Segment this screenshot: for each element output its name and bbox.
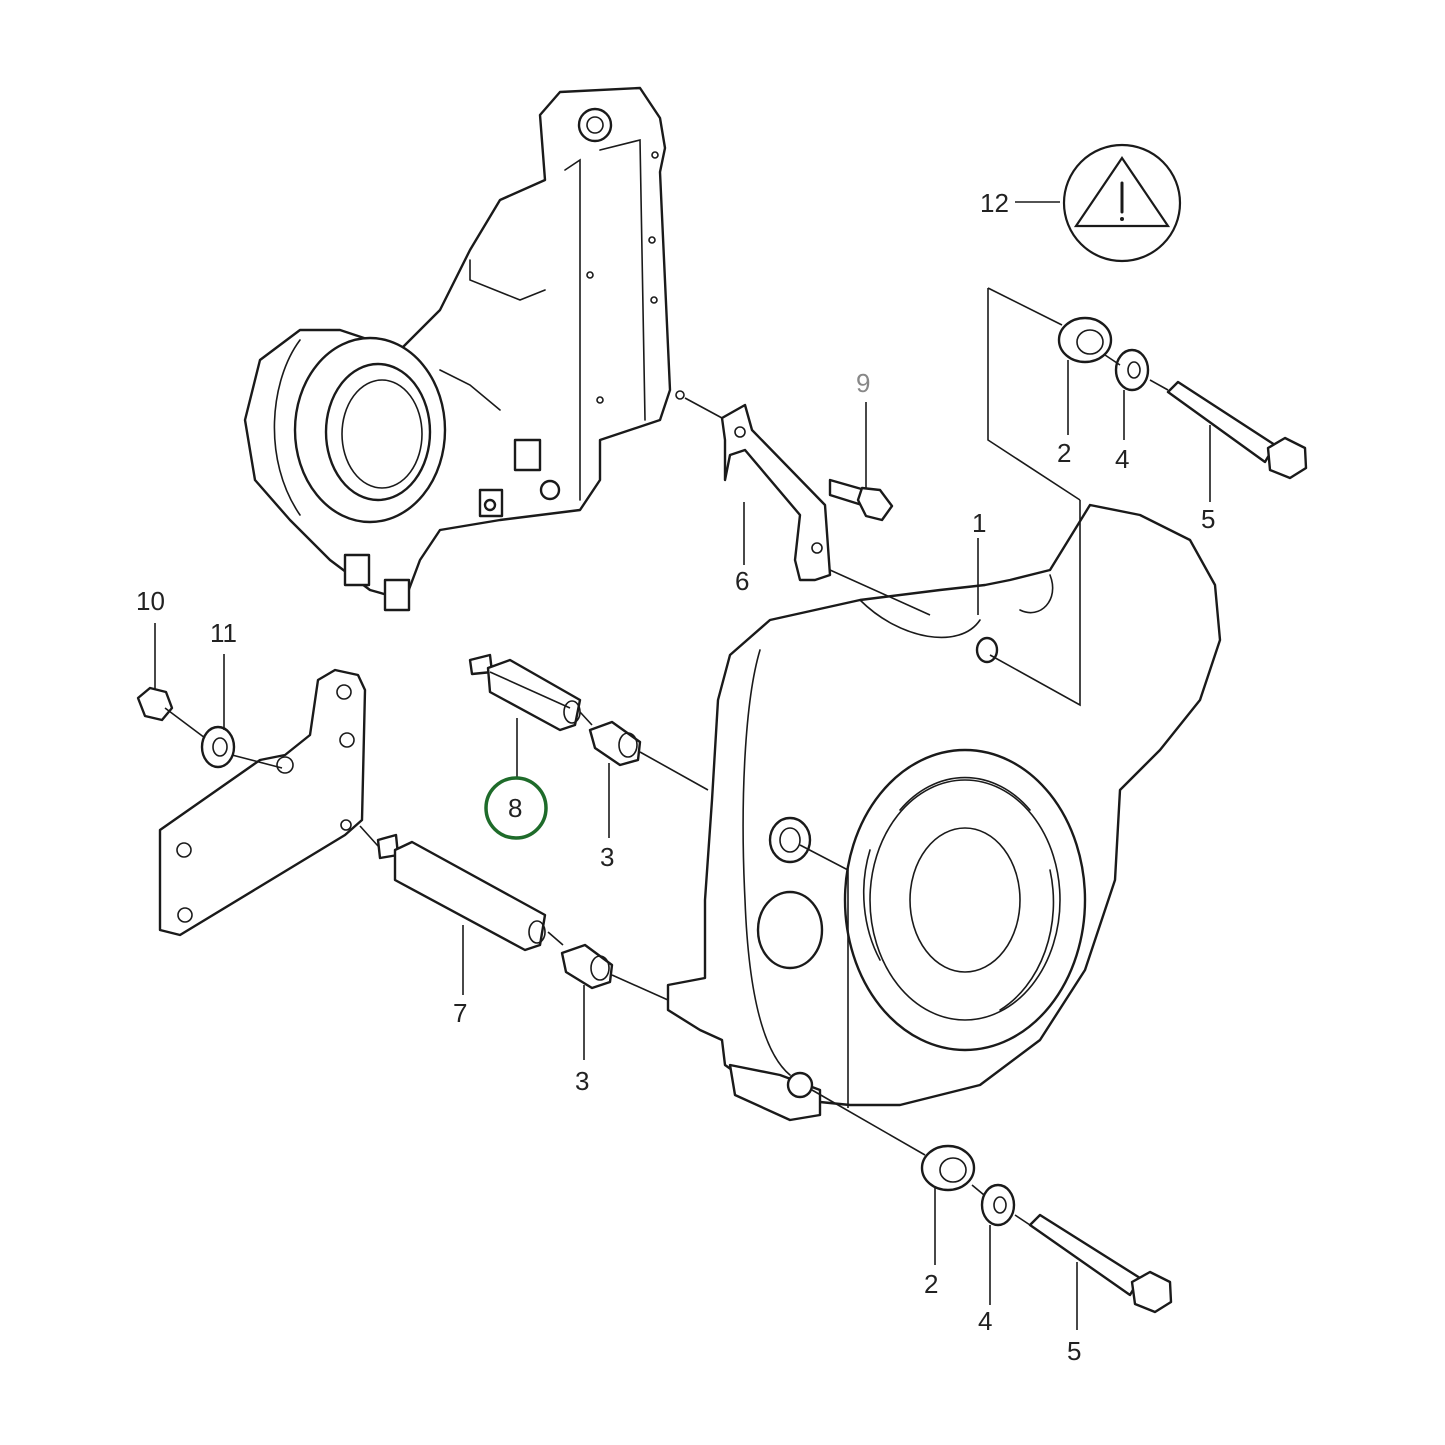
spacer-bolt-7 (376, 833, 547, 952)
callout-7: 7 (453, 998, 467, 1028)
hex-bolt-5-upper (1166, 380, 1308, 480)
callout-12: 12 (980, 188, 1009, 218)
callout-2-upper: 2 (1057, 438, 1071, 468)
callout-11: 11 (210, 618, 237, 648)
callout-labels: 12 2 4 5 1 9 6 10 11 8 3 7 3 2 4 5 (136, 188, 1215, 1366)
callout-3-upper: 3 (600, 842, 614, 872)
washer-4-lower (980, 1183, 1016, 1227)
callout-1: 1 (972, 508, 986, 538)
callout-2-lower: 2 (924, 1269, 938, 1299)
rubber-mount-2-lower (920, 1144, 976, 1192)
callout-9: 9 (856, 368, 870, 398)
hex-bolt-5-lower (1028, 1213, 1173, 1314)
bushing-3-upper (588, 720, 642, 767)
highlight-ring-8 (484, 776, 548, 840)
hex-nut-10 (136, 686, 174, 722)
callout-4-upper: 4 (1115, 444, 1129, 474)
rubber-mount-2-upper (1057, 316, 1113, 364)
mounting-bracket-6 (720, 403, 832, 582)
warning-triangle-icon (1062, 143, 1182, 263)
spacer-bolt-8 (468, 653, 582, 732)
callout-10: 10 (136, 586, 165, 616)
callout-4-lower: 4 (978, 1306, 992, 1336)
callout-8: 8 (508, 793, 522, 823)
callout-5-upper: 5 (1201, 504, 1215, 534)
callout-5-lower: 5 (1067, 1336, 1081, 1366)
assembly-guide-lines (164, 287, 1169, 1226)
callout-6: 6 (735, 566, 749, 596)
gearbox-bracket-housing (243, 86, 685, 612)
support-plate-left (158, 668, 367, 937)
washer-4-upper (1114, 348, 1150, 392)
bushing-3-lower (560, 943, 614, 990)
washer-11 (200, 725, 236, 769)
callout-3-lower: 3 (575, 1066, 589, 1096)
engine-cover-plate (666, 503, 1222, 1122)
flange-screw-9 (828, 478, 894, 522)
callout-leaders (154, 201, 1211, 1330)
